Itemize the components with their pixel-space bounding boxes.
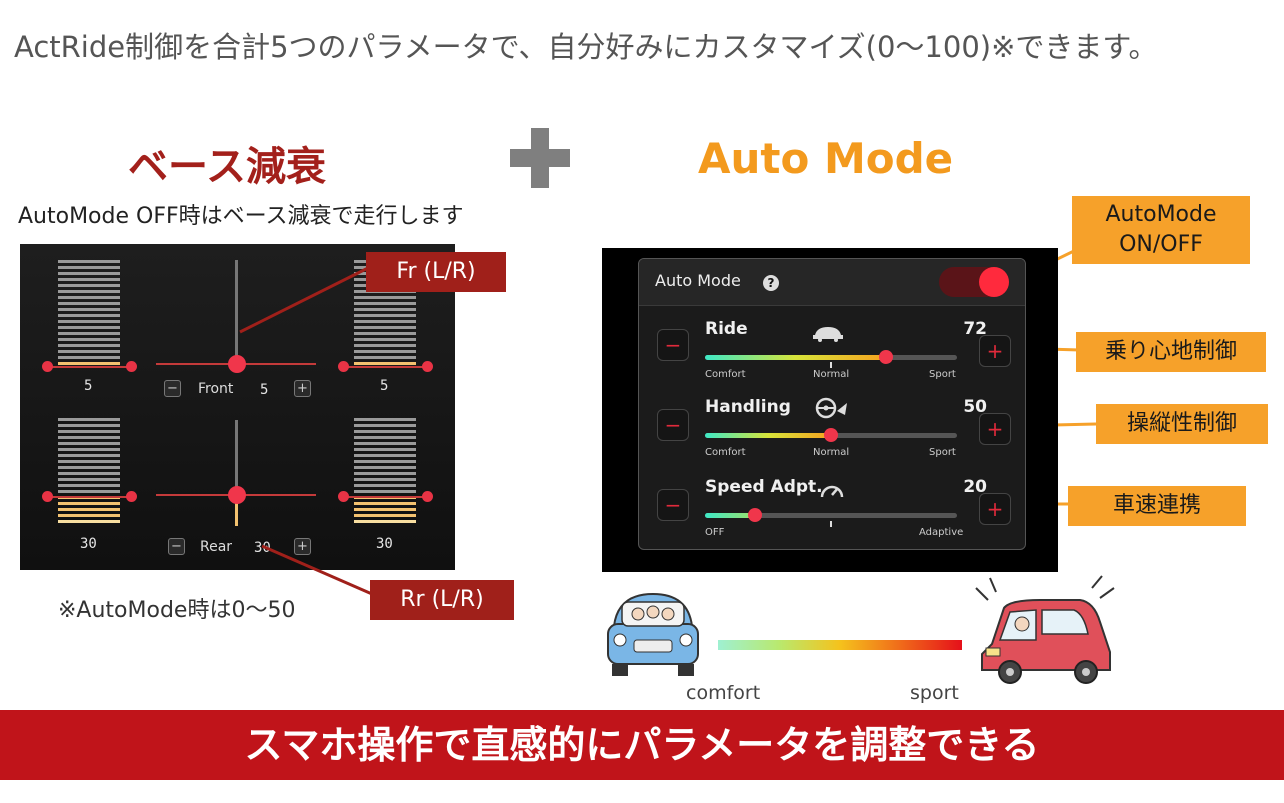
rear-value: 30 (254, 540, 271, 556)
ride-scale-mid: Normal (813, 369, 850, 380)
rear-right-value: 30 (376, 536, 393, 552)
rear-right-pin-left[interactable] (338, 491, 349, 502)
handling-plus-button[interactable]: + (979, 413, 1011, 445)
speed-scale-max: Adaptive (919, 527, 964, 538)
front-label: Front (198, 381, 234, 397)
speed-plus-button[interactable]: + (979, 493, 1011, 525)
front-right-pin[interactable] (422, 361, 433, 372)
help-icon[interactable]: ? (763, 275, 779, 291)
handling-slider-knob[interactable] (824, 428, 838, 442)
ride-label: Ride (705, 319, 748, 339)
rear-plus-button[interactable]: + (294, 538, 311, 555)
front-left-level-line (46, 366, 132, 368)
speedometer-icon (820, 485, 844, 498)
car-icon (813, 327, 843, 342)
rear-left-pin[interactable] (42, 491, 53, 502)
front-damping-knob[interactable] (228, 355, 246, 373)
base-damping-title: ベース減衰 (128, 144, 326, 190)
front-vertical-axis (235, 260, 238, 370)
comfort-sport-gradient (718, 640, 962, 650)
front-left-pin[interactable] (42, 361, 53, 372)
speed-callout: 車速連携 (1068, 486, 1246, 526)
front-value: 5 (260, 382, 269, 398)
rear-left-level-line (46, 496, 132, 498)
banner-text: スマホ操作で直感的にパラメータを調整できる (244, 723, 1040, 767)
rear-damping-knob[interactable] (228, 486, 246, 504)
handling-slider[interactable] (705, 428, 957, 442)
auto-mode-header-title: Auto Mode (655, 271, 741, 290)
speed-mid-tick (830, 521, 832, 527)
handling-minus-button[interactable]: − (657, 409, 689, 441)
handling-callout: 操縦性制御 (1096, 404, 1268, 444)
auto-mode-title: Auto Mode (698, 134, 954, 183)
page-headline: ActRide制御を合計5つのパラメータで、自分好みにカスタマイズ(0〜100)… (14, 30, 1158, 64)
ride-callout: 乗り心地制御 (1076, 332, 1266, 372)
sport-car-icon (975, 575, 1115, 684)
rear-label: Rear (200, 539, 233, 555)
rear-left-level-bars (58, 418, 120, 526)
handling-scale-min: Comfort (705, 447, 746, 458)
toggle-callout: AutoMode ON/OFF (1072, 196, 1250, 264)
front-right-value: 5 (380, 378, 389, 394)
rear-left-value: 30 (80, 536, 97, 552)
handling-scale-mid: Normal (813, 447, 850, 458)
auto-mode-panel: Auto Mode ? − Ride 72 + Comfort Normal S… (602, 248, 1058, 572)
ride-slider[interactable] (705, 350, 957, 364)
front-right-pin-left[interactable] (338, 361, 349, 372)
handling-label: Handling (705, 397, 791, 417)
auto-mode-toggle[interactable] (939, 267, 1009, 297)
handling-scale-max: Sport (929, 447, 956, 458)
rear-minus-button[interactable]: − (168, 538, 185, 555)
ride-scale-min: Comfort (705, 369, 746, 380)
ride-normal-tick (830, 362, 832, 368)
speed-slider[interactable] (705, 508, 957, 522)
rear-vertical-axis-active (235, 500, 238, 526)
bottom-banner: スマホ操作で直感的にパラメータを調整できる (0, 710, 1284, 780)
front-right-level-line (342, 366, 428, 368)
rear-callout: Rr (L/R) (370, 580, 514, 620)
handling-value: 50 (963, 397, 987, 417)
front-left-level-bars (58, 260, 120, 368)
speed-slider-knob[interactable] (748, 508, 763, 522)
plus-icon (510, 128, 570, 188)
base-damping-subtitle: AutoMode OFF時はベース減衰で走行します (18, 204, 464, 229)
rear-right-level-line (342, 496, 428, 498)
sport-label: sport (910, 682, 959, 704)
steering-wheel-icon (815, 397, 847, 419)
ride-minus-button[interactable]: − (657, 329, 689, 361)
front-plus-button[interactable]: + (294, 380, 311, 397)
base-damping-panel: 5 5 − Front 5 + 30 30 − Rear 30 + (20, 244, 455, 570)
rear-right-pin[interactable] (422, 491, 433, 502)
comfort-label: comfort (686, 682, 761, 704)
ride-slider-knob[interactable] (879, 350, 894, 364)
front-minus-button[interactable]: − (164, 380, 181, 397)
speed-value: 20 (963, 477, 987, 497)
ride-value: 72 (963, 319, 987, 339)
front-left-pin-right[interactable] (126, 361, 137, 372)
ride-scale-max: Sport (929, 369, 956, 380)
front-callout: Fr (L/R) (366, 252, 506, 292)
rear-left-pin-right[interactable] (126, 491, 137, 502)
front-left-value: 5 (84, 378, 93, 394)
ride-plus-button[interactable]: + (979, 335, 1011, 367)
automode-range-note: ※AutoMode時は0〜50 (58, 598, 296, 623)
rear-vertical-axis (235, 420, 238, 500)
speed-label: Speed Adpt. (705, 477, 823, 497)
speed-minus-button[interactable]: − (657, 489, 689, 521)
auto-mode-header: Auto Mode ? (639, 259, 1025, 306)
comfort-car-icon (607, 592, 699, 676)
auto-mode-card: Auto Mode ? − Ride 72 + Comfort Normal S… (638, 258, 1026, 550)
speed-scale-min: OFF (705, 527, 725, 538)
